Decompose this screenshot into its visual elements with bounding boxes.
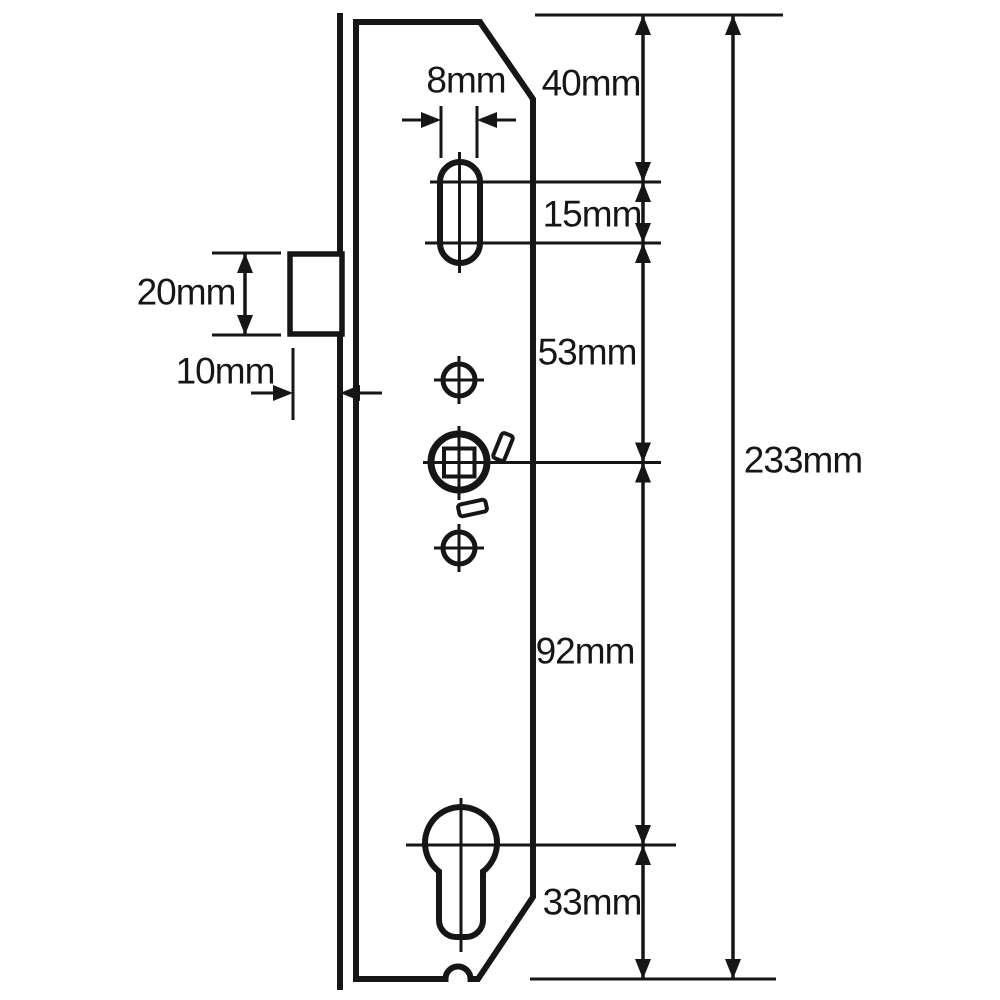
- extension-lines: [406, 13, 783, 981]
- lock-case-outline: [353, 19, 536, 982]
- dim-label-latch-projection: 10mm: [175, 350, 276, 392]
- dim-label-total-height: 233mm: [743, 439, 863, 481]
- dim-label-latch-height: 20mm: [136, 271, 237, 313]
- dim-label-spindle-to-cylinder: 92mm: [535, 630, 636, 672]
- spindle-tab-upper: [491, 431, 515, 463]
- spindle-square: [442, 446, 477, 479]
- dim-label-slot-height: 15mm: [542, 193, 643, 235]
- dim-label-cylinder-to-bottom: 33mm: [542, 881, 643, 923]
- dimension-latch-height: [212, 251, 281, 337]
- dim-label-slot-width: 8mm: [426, 59, 506, 101]
- latch-bolt: [287, 251, 345, 337]
- dimension-total-height: [725, 15, 741, 979]
- dimension-chain-inner: [635, 15, 651, 979]
- centerlines: [434, 152, 484, 952]
- spindle-tab-lower: [456, 497, 489, 519]
- dim-label-top-to-slot: 40mm: [541, 62, 642, 104]
- dimension-latch-projection: [251, 348, 382, 420]
- dim-label-slot-to-spindle: 53mm: [537, 331, 638, 373]
- dimension-slot-width: [402, 106, 516, 158]
